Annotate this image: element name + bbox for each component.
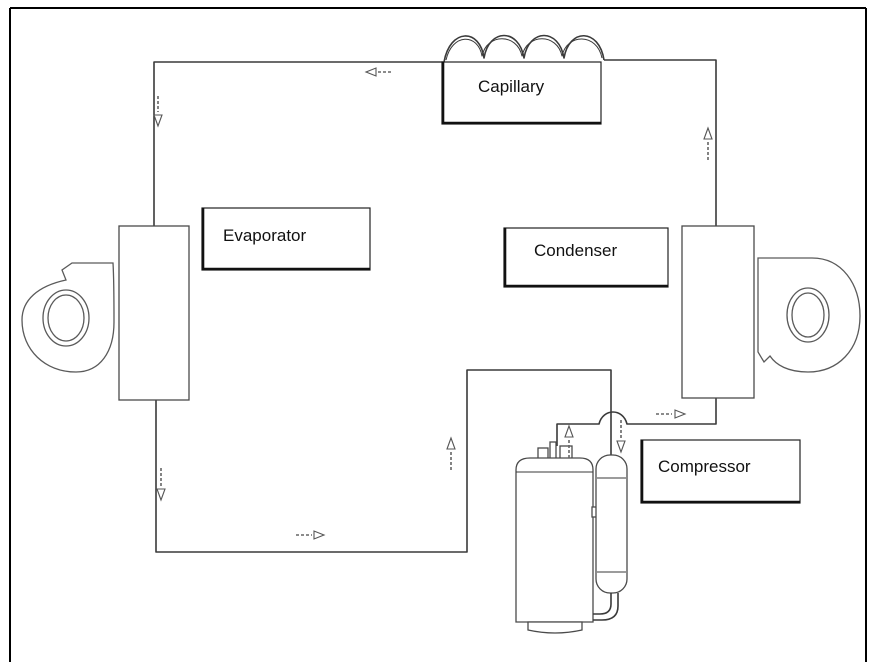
- flow-arrow-icon: [446, 436, 456, 472]
- flow-arrow-icon: [156, 468, 166, 502]
- pipe-compressor-to-condenser: [556, 398, 717, 446]
- capillary-label-box: Capillary: [441, 61, 602, 125]
- pipe-evaporator-to-compressor: [155, 369, 612, 553]
- compressor-label: Compressor: [658, 457, 751, 476]
- flow-arrow-icon: [364, 67, 393, 77]
- flow-arrow-icon: [296, 530, 326, 540]
- evaporator-unit: [118, 225, 190, 401]
- capillary-coil: [443, 34, 605, 63]
- capillary-label: Capillary: [478, 77, 545, 96]
- flow-arrow-icon: [703, 126, 713, 160]
- compressor-icon: [515, 441, 628, 634]
- condenser-unit: [681, 225, 755, 399]
- fan-icon: [21, 262, 115, 373]
- evaporator-label: Evaporator: [223, 226, 306, 245]
- compressor-label-box: Compressor: [640, 439, 801, 504]
- flow-arrow-icon: [564, 424, 574, 458]
- flow-arrow-icon: [153, 96, 163, 128]
- pipe-capillary-to-evaporator: [153, 61, 444, 226]
- condenser-label: Condenser: [534, 241, 618, 260]
- fan-icon: [757, 257, 861, 373]
- condenser-label-box: Condenser: [503, 227, 669, 288]
- evaporator-label-box: Evaporator: [201, 207, 371, 271]
- flow-arrow-icon: [656, 409, 687, 419]
- pipe-condenser-to-capillary: [604, 59, 717, 226]
- flow-arrow-icon: [616, 420, 626, 454]
- diagram-frame: [9, 7, 867, 662]
